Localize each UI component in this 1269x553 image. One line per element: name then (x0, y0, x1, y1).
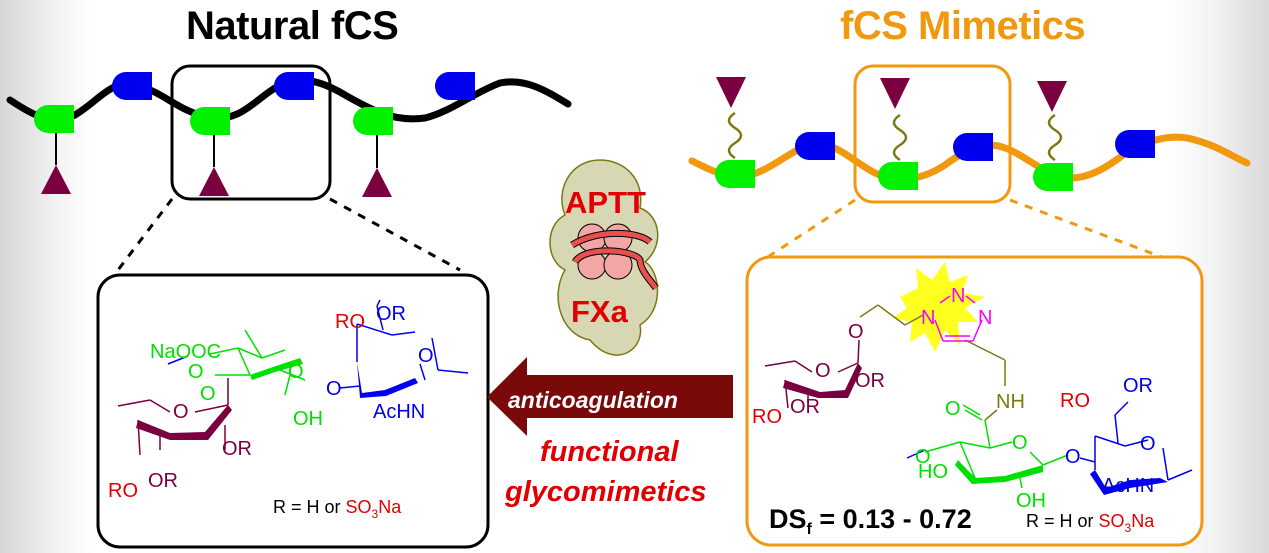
galnac-unit-icon (795, 132, 835, 160)
label-ro: RO (335, 311, 365, 333)
label-or: OR (222, 438, 252, 460)
zoom-connector (759, 198, 856, 264)
label-ro: RO (108, 480, 138, 502)
highlight-burst-icon (893, 262, 985, 352)
label-o: O (915, 446, 931, 468)
label-o: O (418, 345, 434, 367)
zoom-connector (116, 198, 174, 271)
left-arrow-icon (487, 357, 733, 436)
label-o: O (1012, 432, 1028, 454)
glca-unit-icon (715, 160, 755, 188)
fucose-triangle-icon (1037, 81, 1067, 112)
label-o: O (200, 383, 216, 405)
fucose-triangle-icon (716, 77, 746, 108)
fucose-triangle-icon (199, 167, 229, 196)
zoom-connector (1009, 198, 1176, 264)
caption-glycomimetics: glycomimetics (504, 476, 706, 508)
galnac-unit-icon (274, 72, 314, 100)
glca-unit-icon (190, 107, 230, 135)
mimetic-structure-box (745, 255, 1204, 547)
label-or: OR (376, 303, 406, 325)
enzyme-blob: APTT FXa (549, 159, 659, 356)
label-n: N (978, 307, 992, 329)
fucose-triangle-icon (362, 168, 392, 197)
label-oh: OH (293, 408, 323, 430)
label-n: N (921, 307, 935, 329)
label-o: O (188, 361, 204, 383)
natural-fcs-structure: NaOOC O O O OH O RO OR O AcHN O OR OR RO… (96, 273, 490, 549)
natural-structure-box (96, 273, 490, 549)
glca-unit-icon (878, 162, 918, 190)
label-o: O (1065, 446, 1081, 468)
glca-unit-icon (353, 107, 393, 135)
galnac-unit-icon (112, 72, 152, 100)
fxa-label: FXa (571, 294, 629, 329)
r-group-legend: R = H or SO3Na (1026, 511, 1155, 535)
label-achn: AcHN (1102, 475, 1154, 497)
ds-value-label: DSf = 0.13 - 0.72 (769, 504, 972, 538)
mimetic-zoom-box (853, 64, 1012, 204)
label-n: N (951, 285, 965, 307)
label-o: O (945, 398, 961, 420)
label-o: O (848, 321, 864, 343)
galnac-unit-icon (435, 72, 475, 100)
label-o: O (1140, 433, 1156, 455)
glca-unit-icon (1033, 163, 1073, 191)
zoom-connector (329, 197, 461, 272)
label-o: O (815, 360, 831, 382)
r-group-legend: R = H or SO3Na (273, 497, 402, 521)
mimetic-fcs-chain (688, 64, 1251, 264)
label-or: OR (148, 470, 178, 492)
glca-unit-icon (34, 105, 74, 133)
fucose-triangle-icon (880, 78, 910, 109)
galnac-unit-icon (1115, 130, 1155, 158)
label-o: O (288, 361, 304, 383)
galnac-unit-icon (953, 133, 993, 161)
label-o: O (173, 401, 189, 423)
mimetic-fcs-structure: O O OR OR RO N N N NH O O O HO OH O RO O… (745, 255, 1204, 547)
natural-fcs-chain (6, 64, 572, 272)
fucose-triangle-icon (41, 165, 71, 194)
label-ro: RO (1060, 390, 1090, 412)
label-or: OR (790, 396, 820, 418)
label-o: O (326, 378, 342, 400)
natural-zoom-box (170, 64, 332, 201)
aptt-label: APTT (565, 185, 646, 220)
label-achn: AcHN (373, 401, 425, 423)
natural-fcs-title: Natural fCS (186, 4, 399, 48)
anticoagulation-label: anticoagulation (508, 387, 678, 413)
label-ho: HO (918, 461, 948, 483)
fcs-mimetics-title: fCS Mimetics (840, 4, 1086, 48)
caption-functional: functional (540, 436, 679, 468)
label-ro: RO (752, 406, 782, 428)
label-nh: NH (996, 391, 1025, 413)
label-naooc: NaOOC (150, 341, 221, 363)
anticoagulation-arrow: anticoagulation (487, 357, 733, 436)
label-or: OR (1123, 375, 1153, 397)
label-oh: OH (1016, 490, 1046, 512)
label-or: OR (855, 370, 885, 392)
